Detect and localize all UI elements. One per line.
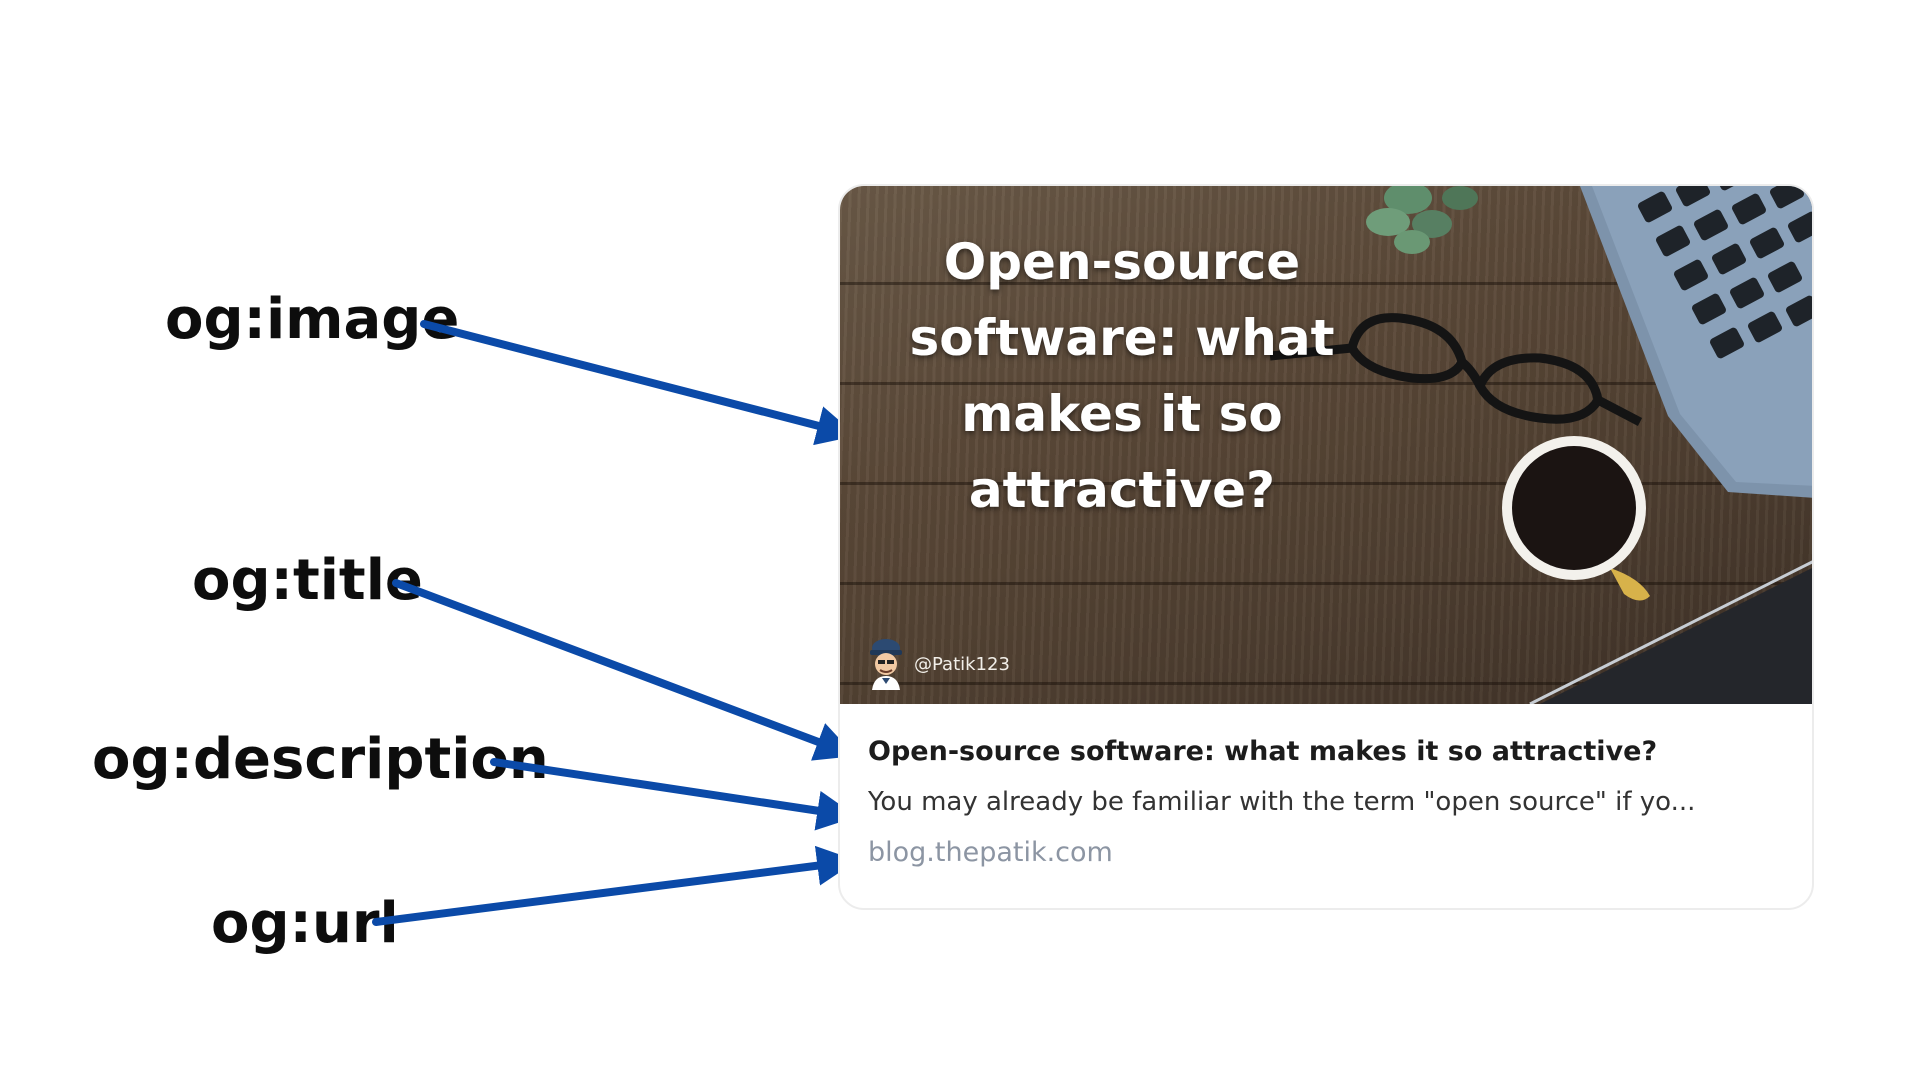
dark-desk-corner — [1540, 568, 1812, 704]
og-description-label: og:description — [92, 727, 549, 792]
author-handle: @Patik123 — [914, 653, 1010, 675]
og-url-link[interactable]: blog.thepatik.com — [868, 837, 1113, 868]
og-description-text: You may already be familiar with the ter… — [868, 787, 1696, 817]
og-url-arrow-icon — [372, 845, 858, 926]
og-title-label: og:title — [192, 548, 423, 613]
laptop-illustration — [1580, 186, 1812, 498]
card-text-area: Open-source software: what makes it so a… — [840, 704, 1812, 868]
desk-scene-illustration — [1269, 186, 1812, 704]
og-image-preview: Open-source software: what makes it so a… — [840, 186, 1812, 704]
coffee-cup-illustration — [1502, 436, 1650, 601]
link-preview-card[interactable]: Open-source software: what makes it so a… — [838, 184, 1814, 910]
image-headline: Open-source software: what makes it so a… — [909, 233, 1335, 519]
og-image-label: og:image — [165, 287, 460, 352]
og-url-label: og:url — [211, 891, 399, 956]
og-image-arrow-icon — [420, 320, 857, 446]
author-badge: @Patik123 — [866, 638, 1010, 690]
glasses-illustration — [1269, 313, 1643, 426]
plant-illustration — [1366, 186, 1478, 254]
og-title-text[interactable]: Open-source software: what makes it so a… — [868, 736, 1658, 767]
avatar-icon — [870, 639, 902, 690]
